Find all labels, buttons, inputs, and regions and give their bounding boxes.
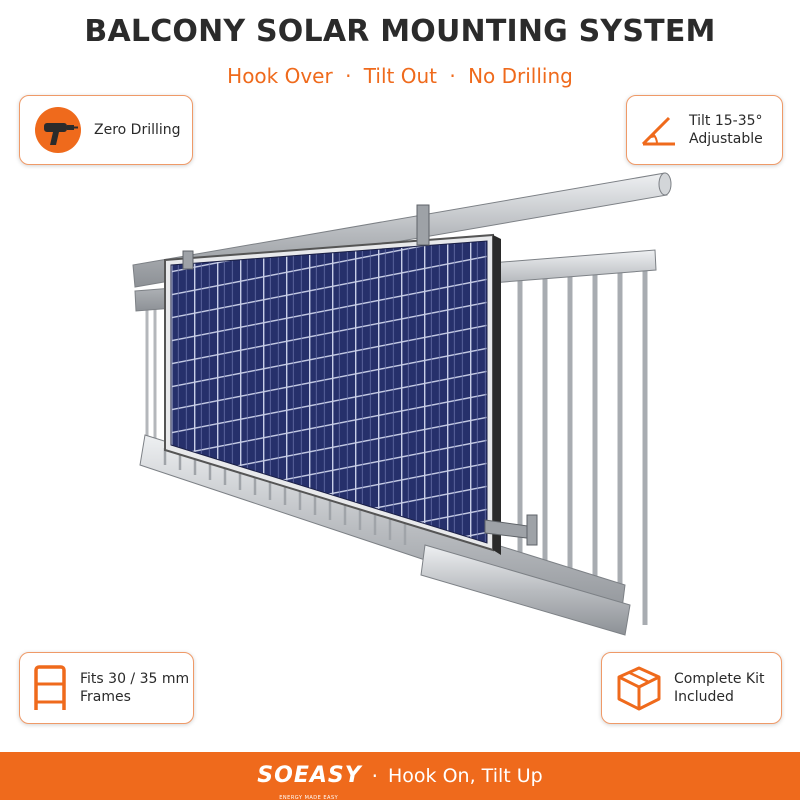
balcony-solar-panel-illustration <box>132 172 672 636</box>
frame-bracket-icon <box>32 664 68 712</box>
page-title: BALCONY SOLAR MOUNTING SYSTEM <box>84 14 716 49</box>
tilt-angle-icon <box>639 110 679 150</box>
drill-icon <box>34 106 82 154</box>
box-icon <box>614 663 664 713</box>
feature-label-line2: Included <box>674 689 734 705</box>
tilt-bracket <box>484 514 538 546</box>
brand-logo: SOEASY ENERGY MADE EASY <box>257 765 361 802</box>
feature-zero-drilling: Zero Drilling <box>19 95 193 165</box>
footer-separator: · <box>371 764 379 788</box>
page-subtitle: Hook Over · Tilt Out · No Drilling <box>0 64 800 88</box>
feature-label-line1: Zero Drilling <box>94 122 181 138</box>
subtitle-no-drilling: No Drilling <box>468 64 573 88</box>
subtitle-separator: · <box>345 64 352 88</box>
subtitle-separator: · <box>449 64 456 88</box>
solar-panel-cells <box>170 240 488 544</box>
feature-label-line1: Fits 30 / 35 mm <box>80 671 190 687</box>
feature-label-line2: Adjustable <box>689 131 763 147</box>
subtitle-tilt-out: Tilt Out <box>363 64 437 88</box>
feature-tilt-adjustable: Tilt 15-35° Adjustable <box>626 95 783 165</box>
mounting-hooks <box>182 204 430 270</box>
lower-railing-balusters <box>145 293 157 445</box>
subtitle-hook-over: Hook Over <box>227 64 333 88</box>
feature-label-line2: Frames <box>80 689 131 705</box>
bottom-brand-bar: SOEASY ENERGY MADE EASY · Hook On, Tilt … <box>0 752 800 802</box>
feature-label-line1: Tilt 15-35° <box>689 113 763 129</box>
railing-balusters <box>517 261 648 625</box>
feature-label-line1: Complete Kit <box>674 671 765 687</box>
footer-tagline: Hook On, Tilt Up <box>388 765 543 787</box>
brand-tagline: ENERGY MADE EASY <box>279 795 339 801</box>
feature-complete-kit: Complete Kit Included <box>601 652 782 724</box>
feature-fits-frames: Fits 30 / 35 mm Frames <box>19 652 194 724</box>
